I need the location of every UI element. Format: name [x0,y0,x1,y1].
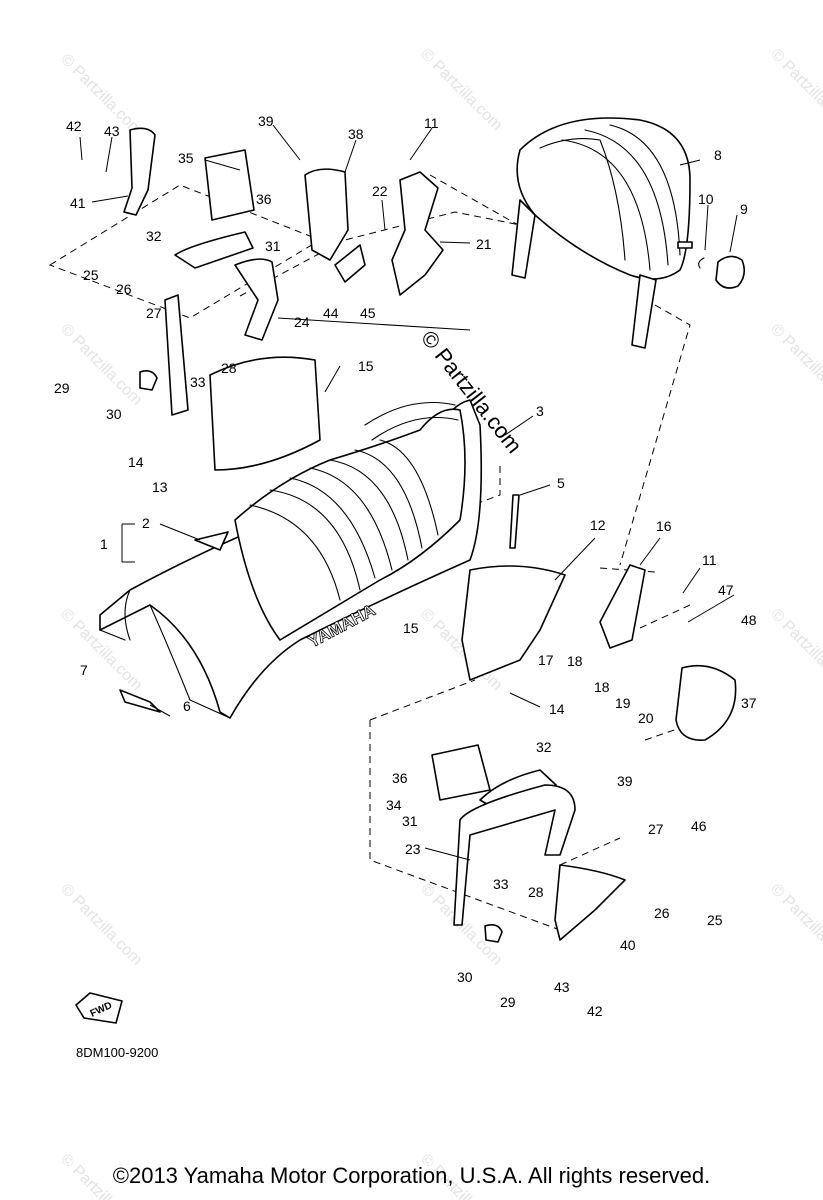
callout-40: 40 [620,937,636,953]
backrest [511,117,693,349]
callout-26a: 26 [116,281,132,297]
callout-36a: 36 [256,191,272,207]
callout-42b: 42 [587,1003,603,1019]
callout-48: 48 [741,612,757,628]
callout-5: 5 [557,475,565,491]
callout-34: 34 [386,797,402,813]
callout-25a: 25 [83,267,99,283]
callout-38: 38 [348,126,364,142]
callout-20: 20 [638,710,654,726]
callout-32b: 32 [536,739,552,755]
callout-44: 44 [323,305,339,321]
callout-27b: 27 [648,821,664,837]
callout-29a: 29 [54,380,70,396]
callout-43a: 43 [104,123,120,139]
diagram-code: 8DM100-9200 [76,1045,159,1060]
callout-28b: 28 [528,884,544,900]
callout-33b: 33 [493,876,509,892]
watermark: © Partzilla.com [767,321,823,409]
callout-30a: 30 [106,406,122,422]
watermark: © Partzilla.com [57,881,145,969]
callout-21: 21 [476,236,492,252]
watermark: © Partzilla.com [767,606,823,694]
callout-29b: 29 [500,994,516,1010]
callout-24: 24 [294,314,310,330]
callout-9: 9 [740,201,748,217]
callout-32a: 32 [146,228,162,244]
callout-45: 45 [360,305,376,321]
callout-13: 13 [152,479,168,495]
callout-39b: 39 [617,773,633,789]
callout-12: 12 [590,517,606,533]
callout-1: 1 [100,536,108,552]
callout-7: 7 [80,662,88,678]
callout-16: 16 [656,518,672,534]
callout-31a: 31 [265,238,281,254]
watermark: © Partzilla.com [57,321,145,409]
callout-14a: 14 [128,454,144,470]
callout-23: 23 [405,841,421,857]
seat-emblem-decal [194,531,229,551]
callout-33a: 33 [190,374,206,390]
callout-10: 10 [698,191,714,207]
callout-46: 46 [691,818,707,834]
callout-18a: 18 [567,653,583,669]
fwd-arrow-icon [75,992,123,1024]
watermark: © Partzilla.com [767,46,823,134]
callout-28a: 28 [221,360,237,376]
callout-39a: 39 [258,113,274,129]
watermark: © Partzilla.com [767,881,823,969]
callout-15a: 15 [358,358,374,374]
callout-labels: 1 2 3 5 6 7 8 9 10 11 11 12 13 14 14 15 … [54,113,757,1019]
callout-6: 6 [183,698,191,714]
callout-19: 19 [615,695,631,711]
callout-8: 8 [714,147,722,163]
callout-35: 35 [178,150,194,166]
callout-31b: 31 [402,813,418,829]
copyright-notice: ©2013 Yamaha Motor Corporation, U.S.A. A… [112,1163,711,1188]
callout-27a: 27 [146,305,162,321]
callout-11a: 11 [424,115,439,131]
leader-lines [79,124,738,861]
callout-42a: 42 [66,118,82,134]
callout-43b: 43 [554,979,570,995]
callout-37: 37 [741,695,757,711]
hardware: FWD [75,127,737,1024]
callout-18b: 18 [594,679,610,695]
callout-30b: 30 [457,969,473,985]
callout-41: 41 [70,195,86,211]
retaining-ring [698,257,705,269]
callout-2: 2 [142,515,150,531]
callout-25b: 25 [707,912,723,928]
callout-17: 17 [538,652,554,668]
callout-11b: 11 [702,552,717,568]
callout-3: 3 [536,403,544,419]
backrest-knob [715,255,746,289]
callout-14b: 14 [549,701,565,717]
callout-36b: 36 [392,770,408,786]
callout-47: 47 [718,582,734,598]
callout-22: 22 [372,183,388,199]
callout-15b: 15 [403,620,419,636]
callout-26b: 26 [654,905,670,921]
